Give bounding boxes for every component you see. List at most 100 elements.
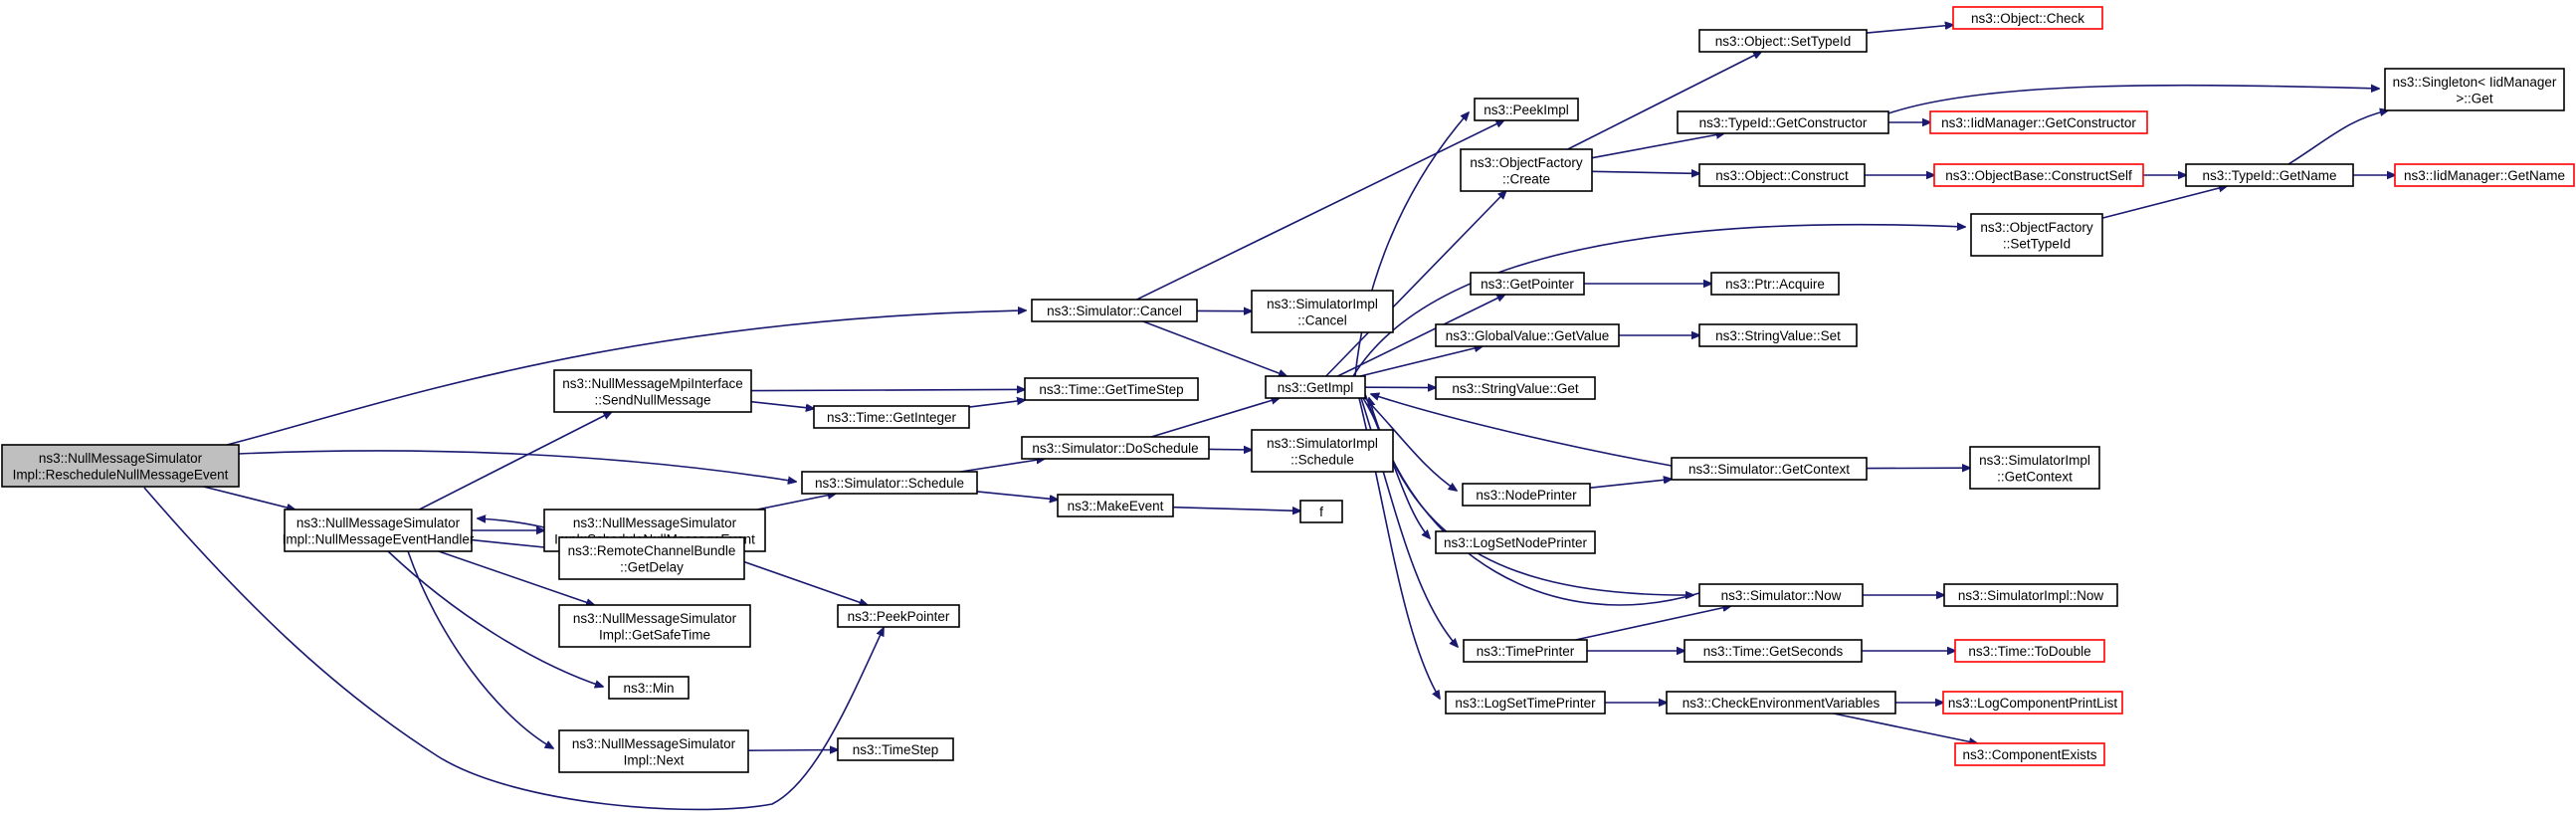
node-label-line: ns3::GlobalValue::GetValue xyxy=(1446,328,1610,343)
edge-tidgetname-to-singleton xyxy=(2287,110,2388,165)
node-label-line: ns3::TypeId::GetConstructor xyxy=(1699,115,1868,130)
node-label-line: ns3::PeekPointer xyxy=(848,609,950,624)
node-simimplcancel[interactable]: ns3::SimulatorImpl::Cancel xyxy=(1251,290,1394,333)
node-box xyxy=(1666,691,1896,715)
edge-getimpl-to-ofcreate xyxy=(1325,191,1506,377)
node-label-line: ns3::Simulator::Schedule xyxy=(815,476,964,491)
edge-nmeh-to-min xyxy=(387,550,603,687)
node-logcompprintlist[interactable]: ns3::LogComponentPrintList xyxy=(1942,691,2123,715)
node-peekpointer[interactable]: ns3::PeekPointer xyxy=(837,604,960,628)
node-simnow[interactable]: ns3::Simulator::Now xyxy=(1698,583,1864,607)
edge-root-to-simschedule xyxy=(238,450,796,482)
node-label-line: Impl::Next xyxy=(624,752,685,767)
node-box xyxy=(1445,691,1606,715)
node-ofcreate[interactable]: ns3::ObjectFactory::Create xyxy=(1460,148,1593,192)
node-simgetcontext[interactable]: ns3::Simulator::GetContext xyxy=(1671,457,1868,481)
node-sendnull[interactable]: ns3::NullMessageMpiInterface::SendNullMe… xyxy=(553,369,752,413)
node-singleton[interactable]: ns3::Singleton< IidManager >::Get xyxy=(2384,68,2565,111)
node-label-line: ns3::NullMessageMpiInterface xyxy=(562,376,743,391)
node-box xyxy=(1684,639,1863,663)
node-nmeh[interactable]: ns3::NullMessageSimulatorImpl::NullMessa… xyxy=(283,509,475,552)
node-box xyxy=(1031,299,1198,322)
node-logsetnodeprinter[interactable]: ns3::LogSetNodePrinter xyxy=(1435,530,1596,554)
node-simimplnow[interactable]: ns3::SimulatorImpl::Now xyxy=(1943,583,2118,607)
node-label-line: ns3::LogSetNodePrinter xyxy=(1444,535,1588,550)
node-objsettypeid[interactable]: ns3::Object::SetTypeId xyxy=(1698,29,1868,53)
node-simimplschedule[interactable]: ns3::SimulatorImpl::Schedule xyxy=(1251,429,1394,473)
node-obconstructself[interactable]: ns3::ObjectBase::ConstructSelf xyxy=(1933,163,2144,187)
node-gettimestep[interactable]: ns3::Time::GetTimeStep xyxy=(1024,377,1199,401)
node-simschedule[interactable]: ns3::Simulator::Schedule xyxy=(801,471,978,495)
node-box xyxy=(558,729,749,773)
node-label-line: ns3::Simulator::GetContext xyxy=(1688,462,1850,477)
edge-tidgetconstructor-to-singleton xyxy=(1887,86,2379,114)
node-label-line: ns3::NullMessageSimulator xyxy=(573,611,737,626)
node-doschedule[interactable]: ns3::Simulator::DoSchedule xyxy=(1021,436,1210,460)
node-simcancel[interactable]: ns3::Simulator::Cancel xyxy=(1031,299,1198,322)
node-box xyxy=(1057,494,1174,517)
node-box xyxy=(2394,163,2575,187)
node-gvgetvalue[interactable]: ns3::GlobalValue::GetValue xyxy=(1435,323,1620,347)
edge-schednull-to-nmeh xyxy=(478,518,545,528)
node-getsafetime[interactable]: ns3::NullMessageSimulatorImpl::GetSafeTi… xyxy=(558,604,751,648)
node-label-line: ns3::Time::GetInteger xyxy=(827,410,957,425)
node-getseconds[interactable]: ns3::Time::GetSeconds xyxy=(1684,639,1863,663)
node-box xyxy=(1470,272,1585,296)
node-getdelay[interactable]: ns3::RemoteChannelBundle::GetDelay xyxy=(558,536,745,580)
node-svget[interactable]: ns3::StringValue::Get xyxy=(1435,376,1596,400)
node-label-line: ns3::ObjectFactory xyxy=(1980,220,2093,235)
node-objconstruct[interactable]: ns3::Object::Construct xyxy=(1698,163,1866,187)
node-label-line: ns3::Object::Check xyxy=(1971,11,2084,26)
node-label-line: ::GetDelay xyxy=(620,559,684,574)
node-timestep[interactable]: ns3::TimeStep xyxy=(837,737,954,761)
node-tidgetconstructor[interactable]: ns3::TypeId::GetConstructor xyxy=(1677,110,1889,134)
node-label-line: ns3::Time::ToDouble xyxy=(1968,644,2090,659)
node-checkenv[interactable]: ns3::CheckEnvironmentVariables xyxy=(1666,691,1896,715)
node-box xyxy=(1698,323,1858,347)
node-compexists[interactable]: ns3::ComponentExists xyxy=(1954,742,2105,766)
node-label-line: ::Cancel xyxy=(1297,312,1347,327)
edge-objsettypeid-to-objcheck xyxy=(1866,25,1953,34)
node-box xyxy=(1251,290,1394,333)
node-box xyxy=(2185,163,2354,187)
node-getpointer[interactable]: ns3::GetPointer xyxy=(1470,272,1585,296)
node-svset[interactable]: ns3::StringValue::Set xyxy=(1698,323,1858,347)
node-objcheck[interactable]: ns3::Object::Check xyxy=(1952,6,2103,30)
node-f[interactable]: f xyxy=(1299,500,1343,523)
node-min[interactable]: ns3::Min xyxy=(608,676,690,700)
node-timeprinter[interactable]: ns3::TimePrinter xyxy=(1463,639,1588,663)
node-logsettimeprinter[interactable]: ns3::LogSetTimePrinter xyxy=(1445,691,1606,715)
node-box xyxy=(2384,68,2565,111)
node-label-line: ns3::Singleton< IidManager xyxy=(2393,75,2557,90)
node-makeevent[interactable]: ns3::MakeEvent xyxy=(1057,494,1174,517)
node-getimpl[interactable]: ns3::GetImpl xyxy=(1265,375,1366,399)
node-ofsettypeid[interactable]: ns3::ObjectFactory::SetTypeId xyxy=(1970,213,2103,257)
node-box xyxy=(1710,272,1840,296)
node-simimplgetcontext[interactable]: ns3::SimulatorImpl::GetContext xyxy=(1969,446,2100,490)
node-label-line: ns3::NullMessageSimulator xyxy=(297,515,461,530)
node-tidgetname[interactable]: ns3::TypeId::GetName xyxy=(2185,163,2354,187)
node-label-line: ns3::TypeId::GetName xyxy=(2202,168,2336,183)
node-getinteger[interactable]: ns3::Time::GetInteger xyxy=(813,405,970,429)
node-label-line: ns3::IidManager::GetConstructor xyxy=(1941,115,2136,130)
edge-sendnull-to-getinteger xyxy=(750,400,814,409)
node-nodeprinter[interactable]: ns3::NodePrinter xyxy=(1462,483,1591,507)
node-label-line: ::Schedule xyxy=(1290,452,1354,467)
node-label-line: ::GetContext xyxy=(1997,469,2073,484)
node-todouble[interactable]: ns3::Time::ToDouble xyxy=(1954,639,2105,663)
node-label-line: ns3::LogComponentPrintList xyxy=(1948,696,2118,711)
node-box xyxy=(1952,6,2103,30)
node-ptracquire[interactable]: ns3::Ptr::Acquire xyxy=(1710,272,1840,296)
edge-nmeh-to-getsafetime xyxy=(438,550,594,605)
node-iidgetname[interactable]: ns3::IidManager::GetName xyxy=(2394,163,2575,187)
node-label-line: ns3::MakeEvent xyxy=(1068,499,1164,513)
node-label-line: ns3::SimulatorImpl xyxy=(1979,453,2090,468)
node-label-line: ns3::ObjectBase::ConstructSelf xyxy=(1945,168,2132,183)
node-peekimpl[interactable]: ns3::PeekImpl xyxy=(1474,98,1579,121)
node-root[interactable]: ns3::NullMessageSimulatorImpl::Reschedul… xyxy=(1,444,240,488)
node-iidgetconstructor[interactable]: ns3::IidManager::GetConstructor xyxy=(1929,110,2148,134)
edge-makeevent-to-f xyxy=(1172,508,1300,512)
node-box xyxy=(608,676,690,700)
